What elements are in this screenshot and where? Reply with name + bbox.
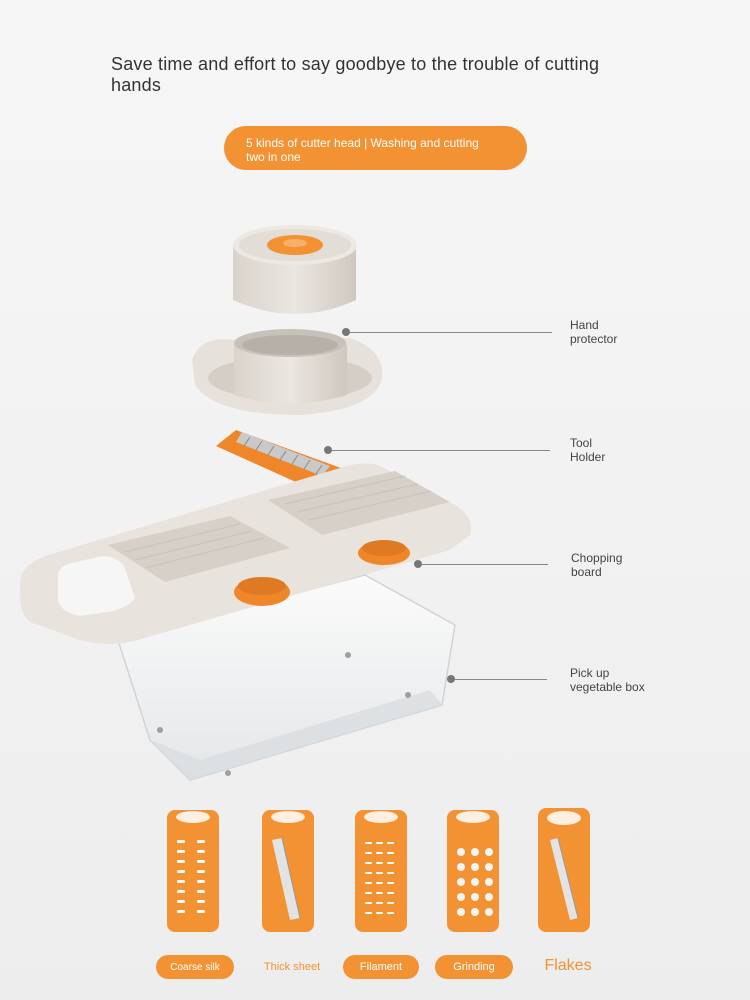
callout-dot-vegetable-box	[447, 675, 455, 683]
callout-chopping-board: Chopping board	[571, 551, 623, 579]
blade-label-filament: Filament	[343, 955, 419, 979]
blade-label-grinding: Grinding	[435, 955, 513, 979]
callout-dot-chopping-board	[414, 560, 422, 568]
callout-tool-holder: Tool Holder	[570, 436, 606, 464]
blade-label-flakes: Flakes	[544, 957, 592, 974]
feature-banner: 5 kinds of cutter head | Washing and cut…	[224, 126, 527, 170]
feature-banner-text: 5 kinds of cutter head | Washing and cut…	[246, 136, 479, 164]
callout-dot-hand-protector	[342, 328, 350, 336]
blade-grinding	[447, 810, 499, 932]
headline: Save time and effort to say goodbye to t…	[111, 54, 600, 95]
callout-line-chopping-board	[422, 564, 548, 565]
blade-label-coarse-silk: Coarse silk	[156, 955, 234, 979]
chopping-board	[19, 463, 471, 644]
hand-protector-cap	[233, 225, 357, 314]
blade-coarse-silk	[167, 810, 219, 932]
callout-dot-tool-holder	[324, 446, 332, 454]
callout-vegetable-box: Pick up vegetable box	[570, 666, 645, 694]
holder-base	[192, 329, 383, 415]
callout-line-tool-holder	[332, 450, 550, 451]
blade-flakes	[538, 808, 590, 932]
callout-hand-protector: Hand protector	[570, 318, 618, 346]
vegetable-box	[117, 574, 456, 781]
blade-label-thick-sheet: Thick sheet	[263, 961, 321, 973]
blade-thick-sheet	[262, 810, 314, 932]
callout-line-hand-protector	[350, 332, 552, 333]
blade-filament	[355, 810, 407, 932]
callout-line-vegetable-box	[455, 679, 547, 680]
